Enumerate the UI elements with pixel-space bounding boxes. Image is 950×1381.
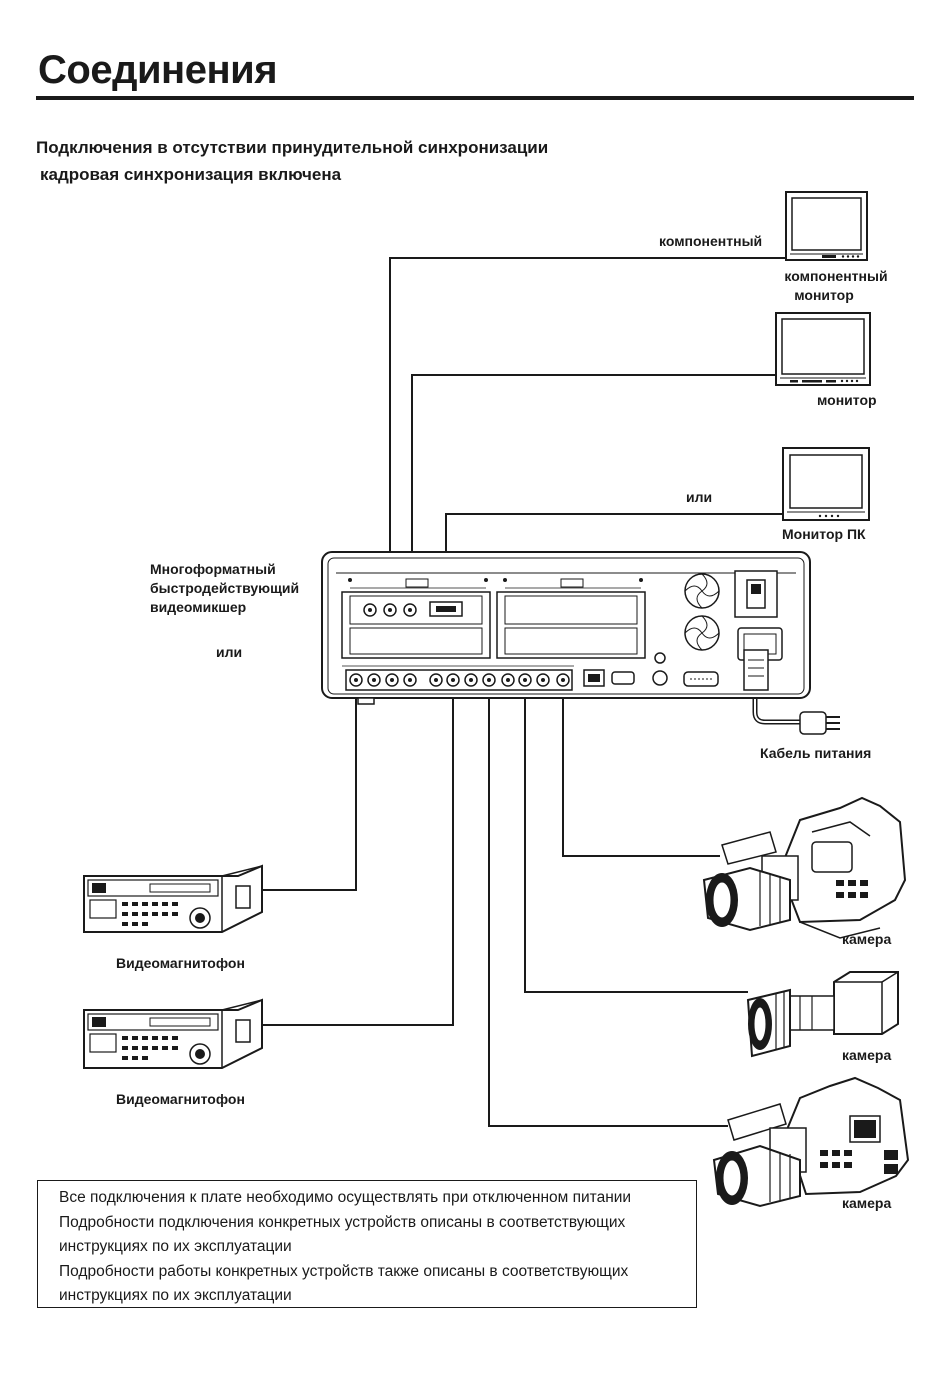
camera-3-icon xyxy=(712,1076,910,1208)
label-pc-monitor: Монитор ПК xyxy=(782,526,866,542)
label-camera-1: камера xyxy=(842,931,892,947)
label-or-top: или xyxy=(686,489,713,505)
cables xyxy=(262,257,800,1127)
note-line-4: Подробности работы конкретных устройств … xyxy=(59,1262,629,1280)
notes-box: Все подключения к плате необходимо осуще… xyxy=(37,1180,697,1308)
subtitle-line-1: Подключения в отсутствии принудительной … xyxy=(36,138,549,157)
camera-1-icon xyxy=(702,796,907,939)
subtitle-line-2: кадровая синхронизация включена xyxy=(40,165,342,184)
cable-monitor xyxy=(411,374,776,620)
label-mixer-line1: Многоформатный xyxy=(150,561,276,577)
label-camera-3: камера xyxy=(842,1195,892,1211)
component-monitor-icon xyxy=(785,191,868,261)
note-line-5: инструкциях по их эксплуатации xyxy=(59,1287,292,1304)
note-line-1: Все подключения к плате необходимо осуще… xyxy=(59,1189,632,1206)
page-title: Соединения xyxy=(38,48,278,92)
vtr-1-icon xyxy=(83,864,263,933)
note-line-2: Подробности подключения конкретных устро… xyxy=(59,1213,626,1231)
video-mixer-icon xyxy=(321,551,811,705)
cable-camera-2 xyxy=(524,688,748,993)
cable-component-monitor xyxy=(389,257,786,620)
vtr-2-icon xyxy=(83,998,263,1069)
label-mixer-line2: быстродействующий xyxy=(150,580,300,596)
label-component-monitor-line2: монитор xyxy=(794,287,854,303)
cable-camera-3 xyxy=(488,688,728,1127)
label-component-monitor-line1: компонентный xyxy=(784,268,888,284)
label-monitor: монитор xyxy=(817,392,877,408)
power-plug-icon xyxy=(799,711,840,735)
pc-monitor-icon xyxy=(782,447,870,521)
label-power-cable: Кабель питания xyxy=(760,745,872,761)
camera-2-icon xyxy=(746,971,899,1058)
cable-vtr-1 xyxy=(262,688,357,891)
label-vtr-1: Видеомагнитофон xyxy=(116,955,245,971)
label-mixer-line3: видеомикшер xyxy=(150,599,247,615)
label-or-mixer: или xyxy=(216,644,243,660)
cable-vtr-2 xyxy=(262,688,454,1026)
label-component: компонентный xyxy=(659,233,763,249)
cable-camera-1 xyxy=(562,688,720,857)
note-line-3: инструкциях по их эксплуатации xyxy=(59,1238,292,1255)
monitor-icon xyxy=(775,312,871,386)
label-camera-2: камера xyxy=(842,1047,892,1063)
label-vtr-2: Видеомагнитофон xyxy=(116,1091,245,1107)
title-rule xyxy=(36,96,914,100)
